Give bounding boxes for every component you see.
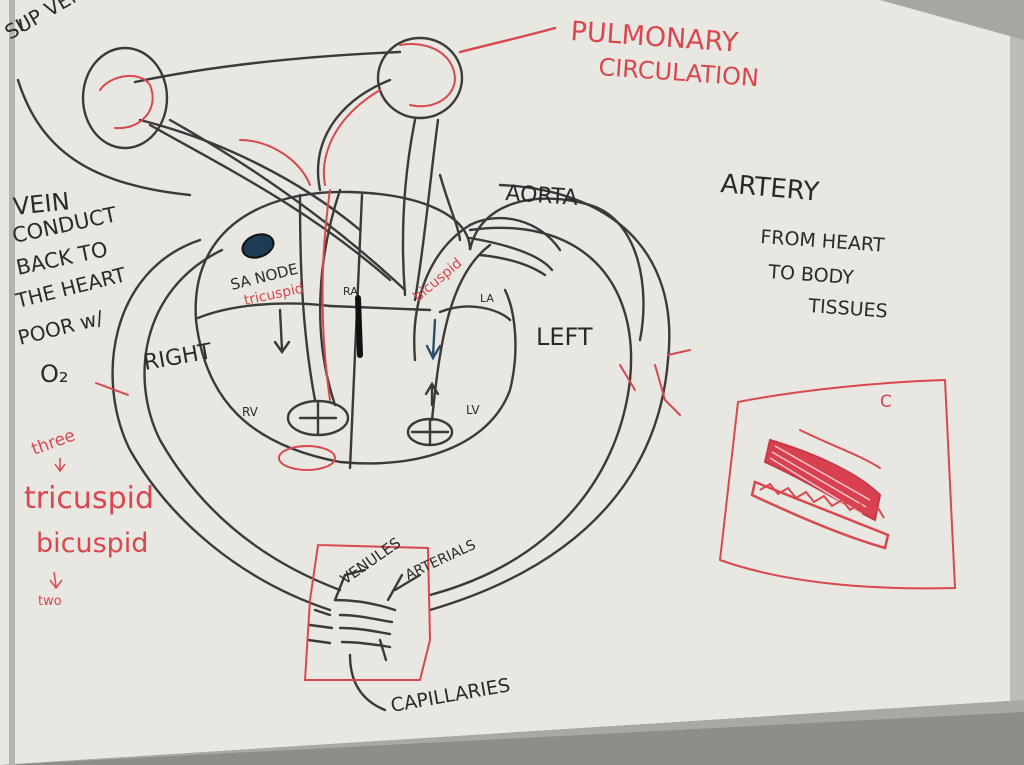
heart-outline-bottom <box>194 288 517 465</box>
red-annotations <box>95 43 957 681</box>
label-o2: O₂ <box>40 360 69 388</box>
capillary-box <box>303 544 432 681</box>
label-lv: LV <box>466 403 480 417</box>
vena-cava-end <box>81 46 169 150</box>
heart-septum <box>348 193 364 470</box>
pulmonary-end <box>376 36 464 120</box>
board-frame-top <box>880 0 1024 40</box>
label-left: LEFT <box>536 323 593 351</box>
label-two: two <box>38 594 62 609</box>
heart-outline-top <box>194 190 645 342</box>
sa-node-mark <box>241 233 275 259</box>
board-frame-bottom <box>0 700 1024 765</box>
label-bicuspid-big: bicuspid <box>36 528 148 559</box>
label-ra: RA <box>343 285 358 298</box>
label-aorta: AORTA <box>505 181 579 211</box>
systemic-loop-right <box>111 238 332 612</box>
inset-box <box>718 378 957 590</box>
label-la: LA <box>480 292 494 305</box>
red-small-arrows <box>49 458 66 590</box>
pulmonary-artery <box>316 78 392 192</box>
aorta-arch <box>413 217 562 362</box>
rv-red-outline <box>278 445 336 471</box>
label-rv: RV <box>242 405 259 419</box>
label-inset-c: C <box>880 392 892 412</box>
artery-cross-section <box>750 438 890 550</box>
systemic-loop-left <box>428 183 671 612</box>
label-vein: VEIN <box>12 187 71 221</box>
label-tricuspid-big: tricuspid <box>24 481 154 516</box>
superior-vena-cava-line <box>16 78 192 197</box>
